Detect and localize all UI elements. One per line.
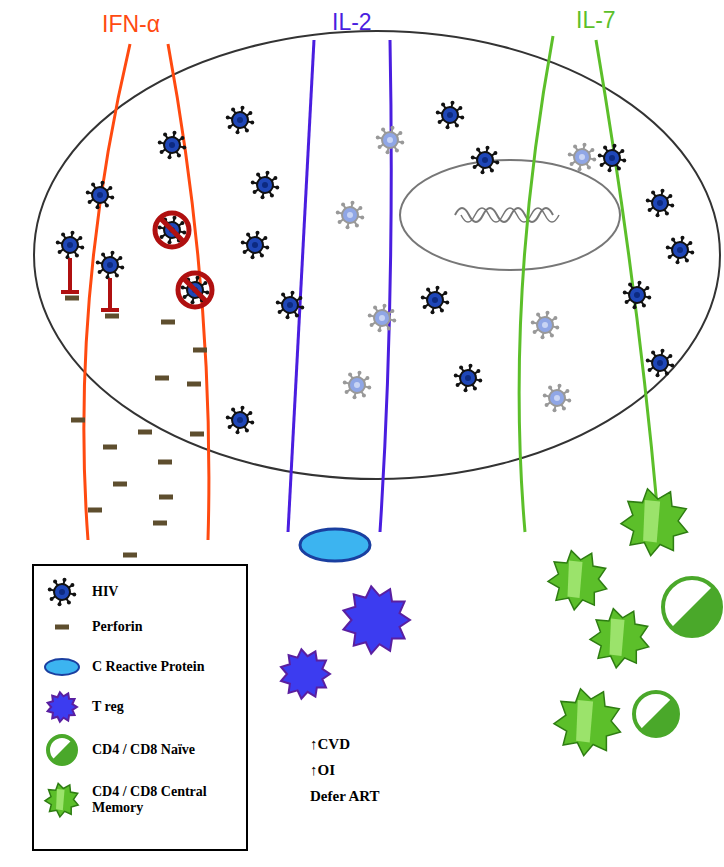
hiv-virion [421,286,450,315]
il2-band-line [288,40,314,532]
treg-cell [343,586,410,653]
perforin [155,376,169,381]
outcome-note: ↑CVD [310,736,350,753]
naive-cell [634,692,678,736]
il2-band-line [380,40,391,532]
hiv-virion [646,349,675,378]
inhibition-line [68,258,72,292]
perforin [187,382,201,387]
ifn-band-line [168,44,209,540]
perforin [123,553,137,558]
hiv-virion [666,236,695,265]
legend-text: Perforin [92,619,232,635]
central-memory-cell [590,609,649,668]
hiv-virion [376,126,405,155]
legend-text: HIV [92,584,232,600]
perforin [190,432,204,437]
hiv-virion [181,276,210,305]
outcome-note: Defer ART [310,788,380,805]
treg-cell [48,692,77,722]
hiv-virion [48,578,77,607]
hiv-virion [623,281,652,310]
hiv-virion [158,216,187,245]
hiv-virion [436,101,465,130]
perforin [159,495,173,500]
central-memory-cell [554,689,621,756]
dna-helix [455,208,553,222]
perforin [113,482,127,487]
hiv-virion [543,384,572,413]
perforin [88,508,102,513]
perforin [158,460,172,465]
hiv-virion [368,304,397,333]
hiv-virion [598,144,627,173]
crp-symbol [300,529,370,561]
legend-text: CD4 / CD8 Central Memory [92,784,232,816]
crp-symbol [45,659,79,675]
central-memory-cell [621,489,688,556]
hiv-virion [471,146,500,175]
central-memory-cell [548,551,607,610]
hiv-virion [96,251,125,280]
cytokine-label: IFN-α [102,12,160,37]
treg-cell [281,649,330,698]
hiv-virion [568,143,597,172]
ifn-band-line [84,44,130,540]
legend-frame [33,565,247,850]
hiv-virion [158,131,187,160]
perforin [55,625,69,630]
blocked-sign [155,213,189,247]
perforin [193,348,207,353]
il7-band-line [519,36,553,532]
hiv-virion [241,231,270,260]
hiv-virion [343,371,372,400]
outcome-note: ↑OI [310,762,335,779]
blocked-sign [183,278,207,302]
perforin [103,445,117,450]
inhibition-bar [101,308,119,312]
hiv-virion [56,231,85,260]
inhibition-bar [61,290,79,294]
hiv-virion [454,364,483,393]
central-memory-cell [45,783,78,817]
hiv-virion [86,181,115,210]
hiv-virion [276,291,305,320]
hiv-virion [646,189,675,218]
legend-text: T reg [92,699,232,715]
cytokine-label: IL-2 [332,10,372,35]
hiv-virion [531,311,560,340]
legend-text: C Reactive Protein [92,659,232,675]
legend-text: CD4 / CD8 Naïve [92,742,232,758]
naive-cell [48,736,76,764]
hiv-virion [226,406,255,435]
naive-cell [663,578,721,636]
hiv-virion [251,171,280,200]
hiv-virion [226,106,255,135]
dna-helix [461,208,559,222]
cytokine-label: IL-7 [576,8,616,33]
perforin [153,521,167,526]
blocked-sign [178,273,212,307]
blocked-sign [160,218,184,242]
perforin [161,320,175,325]
perforin [65,296,79,301]
hiv-virion [336,201,365,230]
inhibition-line [108,278,112,310]
il7-band-line [596,40,660,540]
perforin [138,430,152,435]
perforin [105,314,119,319]
cell-outline [34,31,720,479]
perforin [71,418,85,423]
nucleus-outline [400,160,620,270]
